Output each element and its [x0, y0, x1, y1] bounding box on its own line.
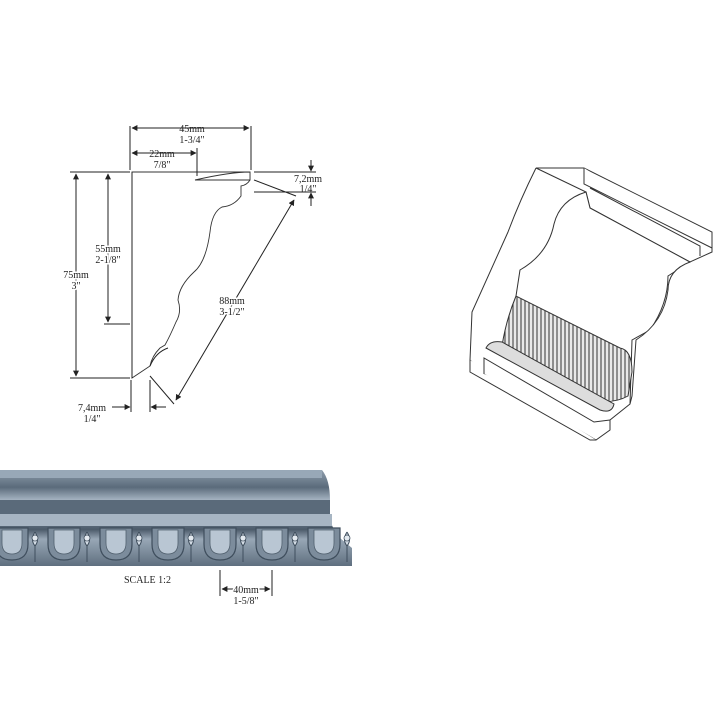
dim-height-total: 75mm 3" — [62, 171, 130, 379]
profile-bead — [149, 347, 169, 367]
scale-label: SCALE 1:2 — [124, 575, 171, 586]
iso-right-face — [629, 261, 691, 405]
dim-width-top-metric: 45mm — [179, 124, 205, 135]
profile-outline — [131, 171, 251, 379]
dim-top-lip-metric: 7,2mm — [294, 174, 322, 185]
dim-top-lip-imperial: 1/4" — [300, 184, 317, 195]
dim-bottom-lip-imperial: 1/4" — [84, 414, 101, 425]
dim-width-top: 45mm 1-3/4" — [129, 124, 252, 170]
dim-height-inner-metric: 55mm — [95, 244, 121, 255]
dart-bead — [343, 534, 351, 542]
front-view — [0, 470, 352, 566]
dim-diagonal-metric: 88mm — [219, 296, 245, 307]
dim-height-total-metric: 75mm — [63, 270, 89, 281]
dim-repeat-imperial: 1-5/8" — [233, 596, 258, 607]
dart-bead — [83, 534, 91, 542]
dim-height-inner-imperial: 2-1/8" — [95, 255, 120, 266]
dim-bottom-lip-metric: 7,4mm — [78, 403, 106, 414]
dim-bottom-lip: 7,4mm 1/4" — [78, 380, 166, 425]
egg-inner — [261, 529, 283, 555]
dim-top-lip: 7,2mm 1/4" — [254, 160, 322, 206]
dim-width-inner-metric: 22mm — [149, 149, 175, 160]
egg-inner — [157, 529, 179, 555]
dim-width-inner-imperial: 7/8" — [154, 160, 171, 171]
dim-diagonal-imperial: 3-1/2" — [219, 307, 244, 318]
profile-top-ledge — [194, 171, 251, 181]
front-top-fillet — [0, 470, 322, 478]
dim-repeat: 40mm 1-5/8" — [219, 570, 273, 607]
egg-inner — [105, 529, 127, 555]
iso-top-step — [583, 168, 713, 256]
dim-height-total-imperial: 3" — [71, 281, 80, 292]
isometric-view — [469, 167, 713, 441]
dim-repeat-metric: 40mm — [233, 585, 259, 596]
egg-inner — [313, 529, 335, 555]
profile-section — [131, 171, 251, 379]
dart-bead — [291, 534, 299, 542]
dim-height-inner: 55mm 2-1/8" — [94, 173, 130, 325]
egg-inner — [1, 529, 23, 555]
dim-width-top-imperial: 1-3/4" — [179, 135, 204, 146]
front-shadow-band — [0, 500, 330, 514]
iso-bottom-lip — [469, 357, 611, 441]
iso-ribbed-cove — [501, 295, 633, 402]
iso-body — [469, 167, 691, 441]
dart-bead — [239, 534, 247, 542]
egg-inner — [209, 529, 231, 555]
front-highlight-band — [0, 514, 332, 526]
iso-bead-row — [485, 341, 615, 412]
dart-bead — [187, 534, 195, 542]
egg-and-dart-row — [0, 527, 351, 562]
dart-bead — [31, 534, 39, 542]
dart-bead — [135, 534, 143, 542]
dim-diagonal: 88mm 3-1/2" — [149, 179, 297, 405]
egg-inner — [53, 529, 75, 555]
dim-width-inner: 22mm 7/8" — [131, 148, 198, 176]
